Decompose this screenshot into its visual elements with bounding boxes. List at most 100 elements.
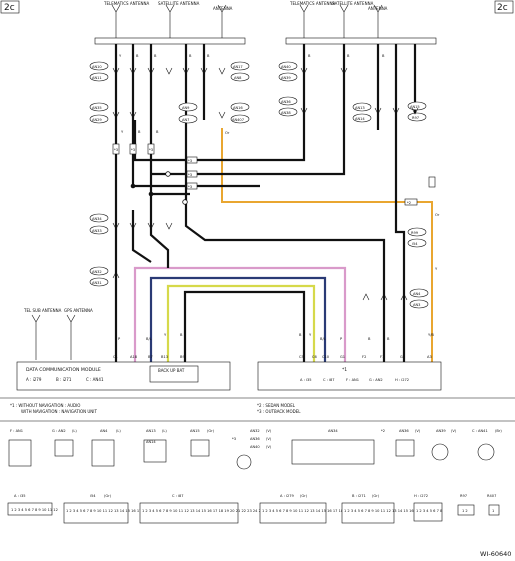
svg-text:P: P: [340, 337, 343, 341]
svg-text:(Gr): (Gr): [300, 494, 308, 498]
note-1: *1 : WITHOUT NAVIGATION : AUDIO: [10, 403, 80, 408]
svg-text:AN34: AN34: [328, 429, 338, 433]
pin-labels-unit: C5 C6 C10 G1 F2 F1 G1 A3: [299, 355, 432, 359]
svg-text:AN33: AN33: [92, 229, 102, 233]
antenna-label-gps: GPS ANTENNA: [64, 308, 93, 313]
svg-text:i54: i54: [90, 494, 96, 498]
svg-text:B: B: [180, 333, 183, 337]
page-tag-right-text: 2c: [497, 3, 508, 13]
svg-text:AN3: AN3: [413, 303, 420, 307]
svg-text:A18: A18: [130, 355, 138, 359]
svg-text:1 2 3 4 5 6 7 8 9 10 11 12: 1 2 3 4 5 6 7 8 9 10 11 12: [11, 508, 58, 512]
svg-text:G1: G1: [340, 355, 345, 359]
svg-text:AN14: AN14: [355, 117, 365, 121]
svg-text:(V): (V): [266, 445, 272, 449]
svg-text:AN34: AN34: [92, 217, 102, 221]
page-tag-right: [494, 0, 514, 14]
svg-text:F2: F2: [362, 355, 366, 359]
svg-text:A3: A3: [427, 355, 432, 359]
svg-text:(Gr): (Gr): [372, 494, 380, 498]
black-wires: [114, 44, 417, 362]
svg-text:B: B: [382, 54, 385, 58]
svg-text:R407: R407: [487, 494, 496, 498]
svg-text:B/L: B/L: [146, 337, 152, 341]
svg-text:AN8: AN8: [234, 76, 242, 80]
svg-text:AN29: AN29: [92, 118, 102, 122]
svg-text:B9: B9: [180, 355, 185, 359]
svg-text:AN36: AN36: [399, 429, 409, 433]
svg-text:*3: *3: [188, 159, 192, 163]
svg-text:(L): (L): [116, 429, 121, 433]
svg-text:AN15: AN15: [190, 429, 200, 433]
svg-text:1: 1: [492, 509, 494, 513]
svg-text:B13: B13: [161, 355, 168, 359]
svg-text:AN4: AN4: [100, 429, 108, 433]
svg-text:(V): (V): [266, 437, 272, 441]
backup-battery-label: BACK UP BAT: [158, 368, 185, 373]
svg-text:B: B: [154, 54, 157, 58]
svg-text:Or: Or: [435, 213, 440, 217]
svg-text:*3: *3: [149, 148, 153, 152]
antenna-label-satellite: SATELLITE ANTENNA: [158, 1, 200, 6]
wire-color-letters: Y B B B B Or B B B Or Y Y B B: [119, 54, 440, 271]
svg-text:i54: i54: [412, 242, 418, 246]
svg-text:B: B: [387, 337, 390, 341]
legend-row-2: A : i35 1 2 3 4 5 6 7 8 9 10 11 12 i54(G…: [7, 494, 500, 524]
svg-text:AN13: AN13: [146, 429, 156, 433]
svg-text:B: B: [368, 337, 371, 341]
svg-text:C : i87: C : i87: [172, 494, 184, 498]
svg-text:1 2 3 4 5 6 7 8 9 10 11 12 13: 1 2 3 4 5 6 7 8 9 10 11 12 13 14 15 16 1…: [262, 509, 355, 513]
svg-text:AN39: AN39: [281, 76, 291, 80]
dcm-title: DATA COMMUNICATION MODULE: [26, 367, 101, 373]
svg-text:AN40: AN40: [250, 445, 260, 449]
svg-text:1 2 3 4 5 6 7 8: 1 2 3 4 5 6 7 8: [416, 509, 443, 513]
svg-text:B: B: [299, 333, 302, 337]
unit-conn-f: F : AN1: [346, 378, 359, 382]
antenna-bar-right: [285, 37, 437, 45]
unit-ref: *1: [342, 367, 347, 373]
svg-text:H : i272: H : i272: [414, 494, 428, 498]
svg-text:F : AN1: F : AN1: [10, 429, 23, 433]
svg-text:C1: C1: [113, 355, 118, 359]
backup-battery: [149, 365, 199, 383]
figure-id: WI-60640: [480, 550, 511, 558]
svg-text:(V): (V): [266, 429, 272, 433]
dcm-conn-a: A : i279: [26, 377, 42, 382]
svg-text:(Gr): (Gr): [207, 429, 215, 433]
svg-text:B: B: [156, 130, 159, 134]
dcm-conn-b: B : i271: [56, 377, 72, 382]
svg-text:(L): (L): [72, 429, 77, 433]
svg-text:B: B: [308, 54, 311, 58]
svg-text:B7: B7: [148, 355, 153, 359]
svg-text:B: B: [138, 130, 141, 134]
antenna-label-telematics-2: TELEMATICS ANTENNA: [289, 1, 336, 6]
svg-text:1 2 3 4 5 6 7 8 9 10 11 12 13: 1 2 3 4 5 6 7 8 9 10 11 12 13 14 15 16: [344, 509, 414, 513]
bottom-wire-letters: P B/L Y B B Y B/L P B B Y/B: [118, 333, 434, 341]
connectors-left: AN10 AN11 AN35 AN29 AN34 AN33 AN32 AN31: [89, 61, 109, 287]
svg-text:A : i279: A : i279: [280, 494, 295, 498]
page-tag-left: [0, 0, 20, 14]
svg-text:*3: *3: [131, 148, 135, 152]
svg-text:AN32: AN32: [92, 270, 102, 274]
svg-text:AN39: AN39: [436, 429, 446, 433]
svg-text:Y: Y: [121, 130, 124, 134]
svg-text:AN35: AN35: [92, 106, 102, 110]
svg-text:AN36: AN36: [250, 437, 260, 441]
legend-row-1: F : AN1 G : AN2(L) AN4(L) AN13(L) AN14 A…: [8, 429, 502, 470]
svg-text:AN13: AN13: [355, 106, 365, 110]
svg-text:C6: C6: [312, 355, 318, 359]
note-3: *3 : OUTBACK MODEL: [257, 409, 301, 414]
antenna-group-left: [31, 4, 383, 360]
svg-text:R97: R97: [412, 116, 419, 120]
svg-text:B: B: [207, 54, 210, 58]
connectors-mid: AN9 AN7 AN17 AN8 AN16 AN407: [178, 61, 250, 124]
svg-text:1 2: 1 2: [462, 509, 468, 513]
svg-text:AN32: AN32: [250, 429, 260, 433]
svg-text:AN36: AN36: [281, 100, 291, 104]
inline-connector-markers: [112, 67, 419, 301]
note-2: *2 : SEDAN MODEL: [257, 403, 296, 408]
svg-text:*3: *3: [188, 185, 192, 189]
svg-text:B: B: [136, 54, 139, 58]
